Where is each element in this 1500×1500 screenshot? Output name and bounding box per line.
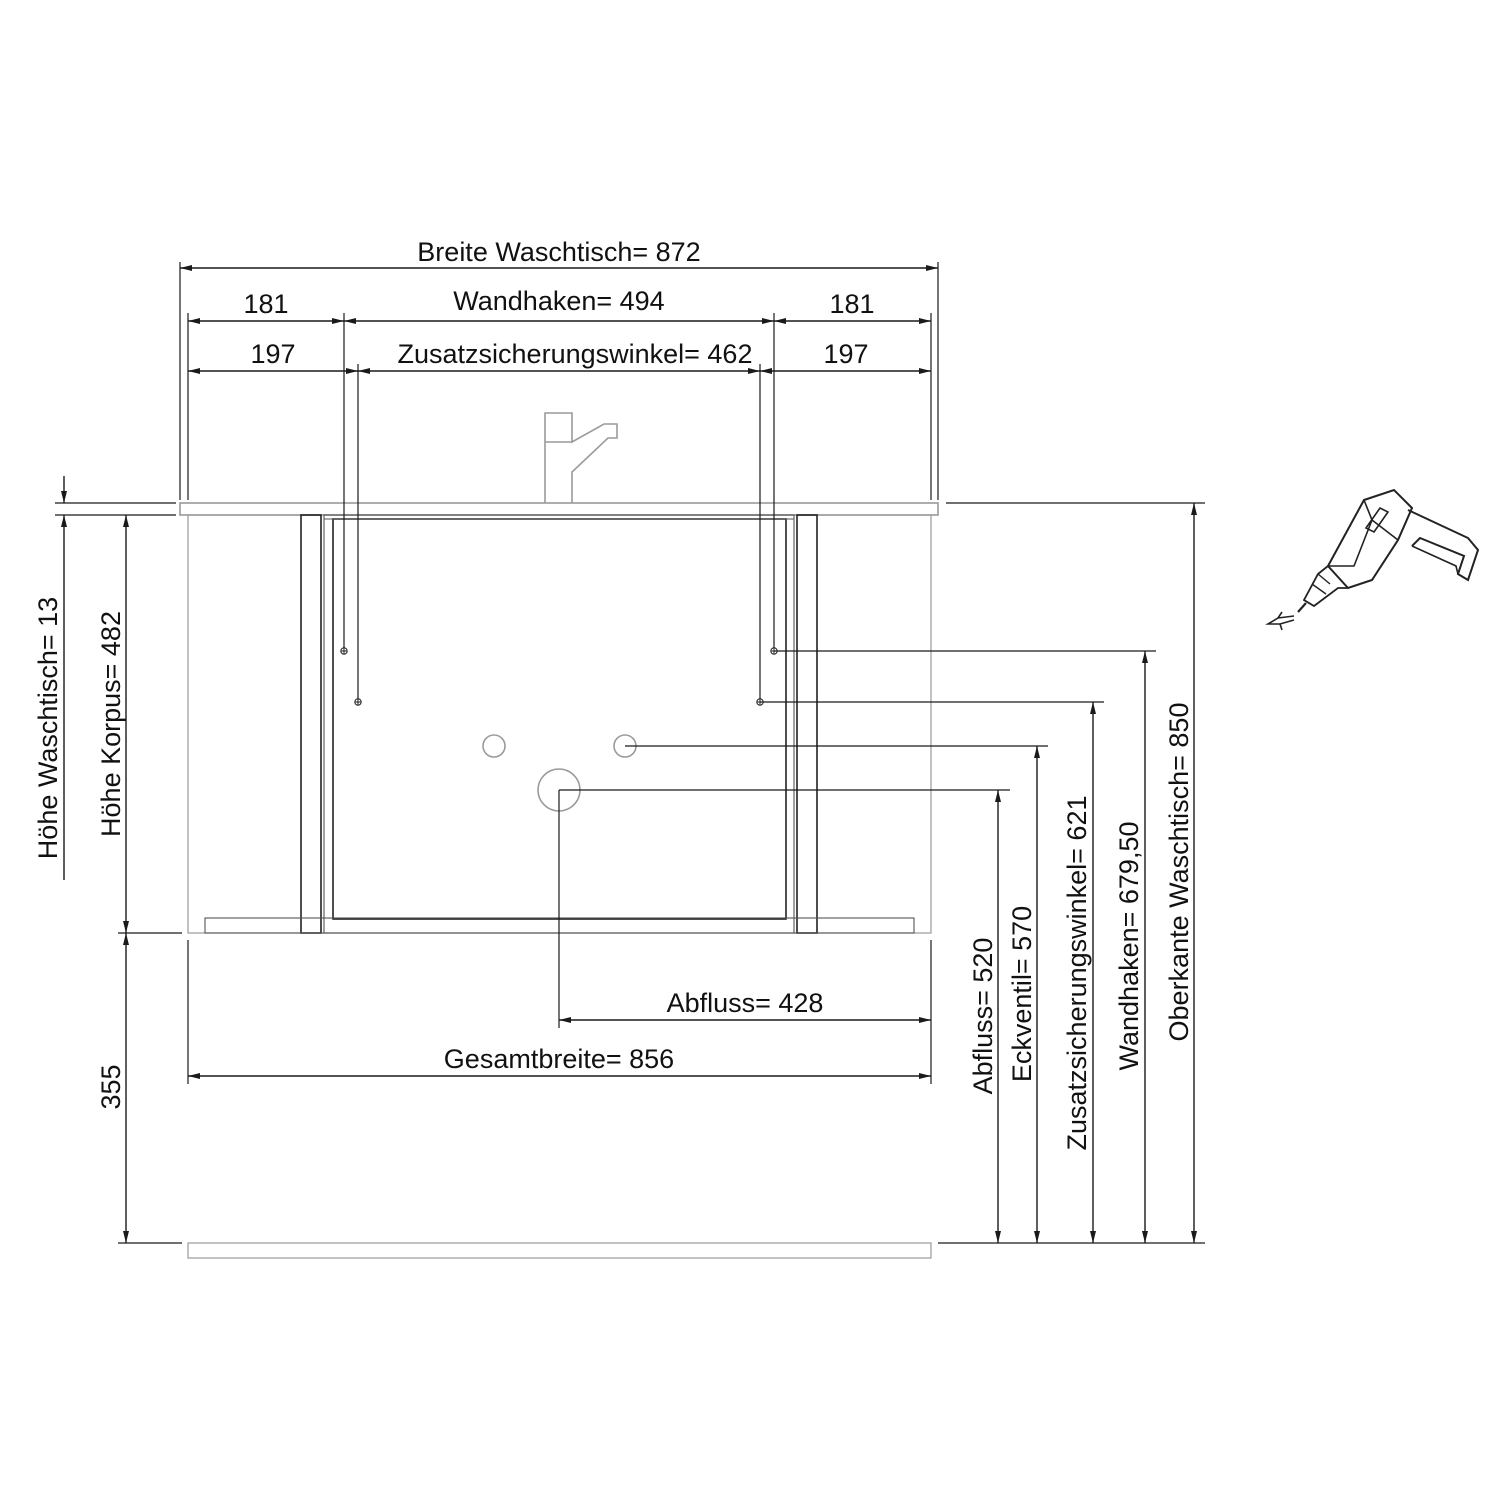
label-eckventil-v: Eckventil= 570 (1007, 906, 1037, 1082)
label-hoehe-waschtisch: Höhe Waschtisch= 13 (33, 597, 63, 859)
label-wandhaken-v: Wandhaken= 679,50 (1114, 822, 1144, 1071)
label-left-181: 181 (243, 289, 288, 319)
label-gesamtbreite: Gesamtbreite= 856 (444, 1044, 674, 1074)
label-zusatz-h: Zusatzsicherungswinkel= 462 (398, 339, 753, 369)
label-abfluss-v: Abfluss= 520 (968, 938, 998, 1095)
drill-icon (1265, 488, 1480, 631)
wall-hook-hole-left (340, 647, 348, 655)
label-abfluss-h: Abfluss= 428 (667, 988, 824, 1018)
label-left-197: 197 (250, 339, 295, 369)
label-oberkante-v: Oberkante Waschtisch= 850 (1164, 703, 1194, 1042)
label-wandhaken-h: Wandhaken= 494 (453, 286, 664, 316)
left-side-panel (300, 514, 322, 934)
faucet-icon (544, 412, 618, 503)
label-355: 355 (96, 1064, 126, 1109)
countertop (179, 502, 939, 516)
dimension-labels: Breite Waschtisch= 872 181 Wandhaken= 49… (33, 237, 1194, 1150)
dimension-lines (61, 265, 1197, 1243)
angle-valve-left (482, 734, 506, 758)
right-side-panel (796, 514, 818, 934)
extension-lines (55, 262, 1205, 1244)
label-hoehe-korpus: Höhe Korpus= 482 (96, 611, 126, 837)
bracket-hole-left (354, 698, 362, 706)
label-right-181: 181 (829, 289, 874, 319)
floor-line (187, 1242, 932, 1259)
label-zusatz-v: Zusatzsicherungswinkel= 621 (1062, 796, 1092, 1151)
label-right-197: 197 (823, 339, 868, 369)
label-breite-waschtisch: Breite Waschtisch= 872 (417, 237, 700, 267)
